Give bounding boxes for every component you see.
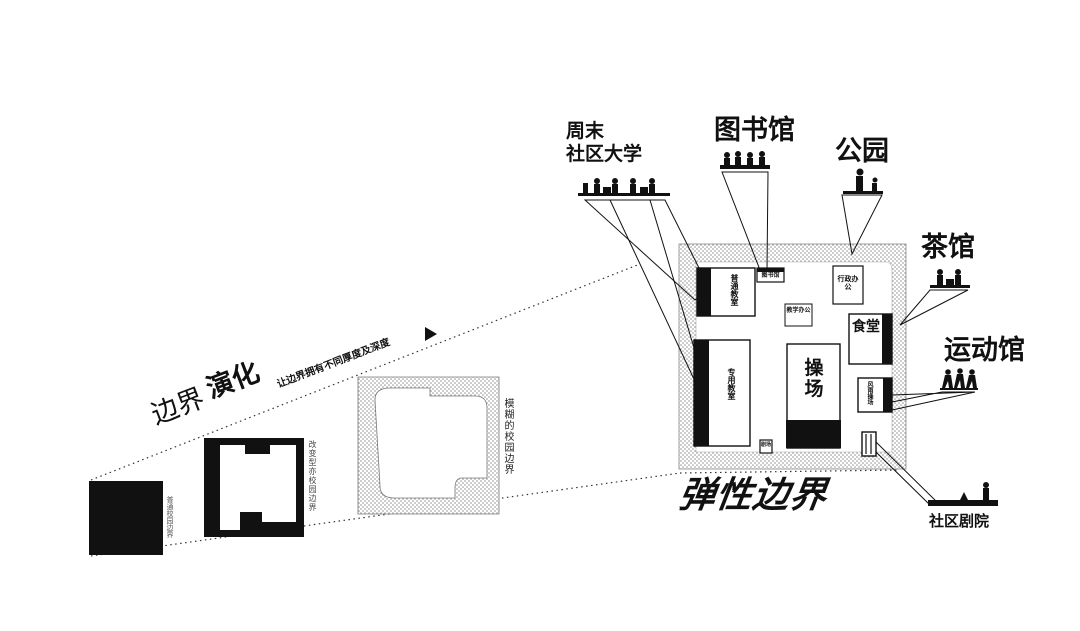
callout-theater: 社区剧院 [929, 512, 990, 530]
callout-leaders [583, 171, 976, 506]
transitional-boundary-frame [204, 438, 304, 537]
theater-stage-icon [928, 482, 998, 506]
plan-title: 弹性边界 [676, 475, 830, 516]
room-classroom-general: 普通教室 [730, 274, 739, 306]
gate-southeast [861, 431, 877, 457]
callout-gym: 运动馆 [944, 335, 1025, 366]
perspective-lines [90, 263, 901, 557]
room-canteen: 食堂 [852, 319, 880, 335]
gate-south-small [759, 439, 773, 454]
activity-dark-band [883, 378, 892, 412]
readers-icon [720, 151, 770, 169]
solid-boundary-block [89, 481, 163, 555]
stage-dark-block [786, 420, 841, 448]
library-dark-band [757, 268, 784, 272]
classroom-special-dark [694, 340, 709, 446]
triangle-right-icon [425, 327, 437, 341]
callout-park: 公园 [835, 136, 889, 167]
runners-icon [940, 368, 978, 390]
room-teaching-office: 教学办公 [786, 307, 811, 314]
room-library: 图书馆 [761, 272, 780, 279]
tea-drinkers-icon [930, 269, 970, 288]
stage2-label: 改变型亦校园边界 [308, 440, 317, 512]
classroom-general-dark [697, 268, 711, 316]
stage1-label: 普通校园边界 [166, 496, 174, 538]
callout-weekend-university: 周末 社区大学 [566, 120, 643, 165]
room-activity: 风雨操场 [866, 381, 873, 405]
room-playground: 操场 [804, 357, 824, 400]
room-stage: 剧场 [760, 442, 771, 448]
admin-office-block [832, 265, 864, 305]
stage3-label: 模糊的校园边界 [502, 398, 513, 475]
canteen-dark-band [882, 314, 892, 364]
blurred-boundary-zone [357, 376, 500, 515]
park-walkers-icon [843, 168, 883, 194]
teaching-office-block [784, 303, 813, 327]
room-classroom-special: 专用教室 [727, 368, 736, 400]
students-desk-icon [578, 178, 670, 196]
callout-teahouse: 茶馆 [921, 232, 975, 263]
room-admin-office: 行政办公 [837, 275, 859, 292]
callout-library: 图书馆 [714, 115, 795, 146]
